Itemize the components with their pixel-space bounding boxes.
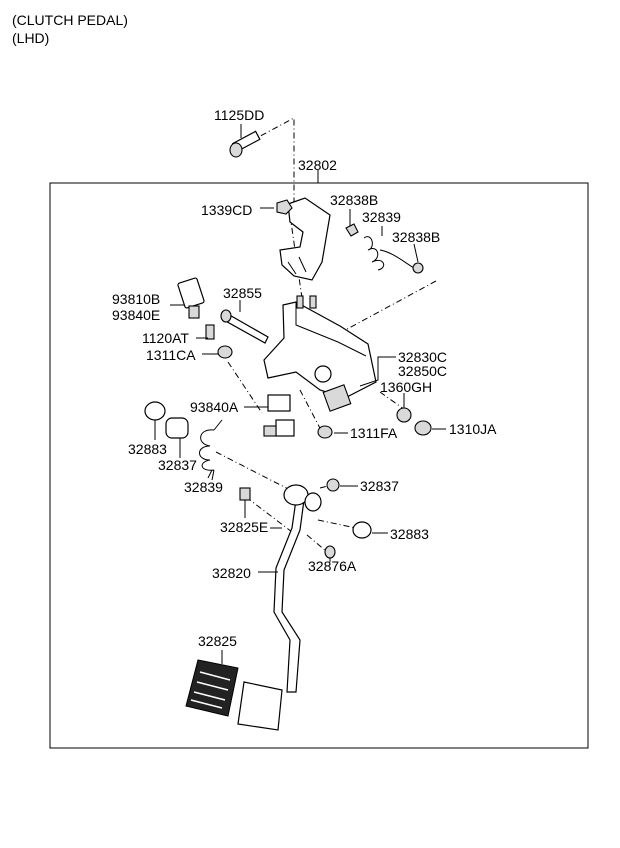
label-1311ca: 1311CA bbox=[146, 347, 196, 363]
label-1125dd: 1125DD bbox=[214, 107, 264, 123]
pedal-arm-32820 bbox=[273, 484, 322, 693]
label-93840e: 93840E bbox=[112, 307, 160, 323]
label-32838b-lower: 32838B bbox=[392, 229, 440, 245]
label-32839-upper: 32839 bbox=[362, 209, 401, 225]
label-32876a: 32876A bbox=[308, 558, 357, 574]
bushings-left bbox=[144, 401, 189, 439]
label-93810b: 93810B bbox=[112, 291, 160, 307]
nut-1311ca bbox=[217, 345, 233, 359]
nut-1360gh bbox=[396, 407, 412, 423]
leader-lines bbox=[154, 124, 446, 664]
label-32850c: 32850C bbox=[398, 363, 447, 379]
label-1311fa: 1311FA bbox=[350, 425, 398, 441]
bracket-main bbox=[263, 295, 377, 412]
spring-assembly-upper bbox=[345, 223, 424, 274]
label-32839-lower: 32839 bbox=[184, 479, 223, 495]
diagram-title: (CLUTCH PEDAL) bbox=[12, 12, 128, 28]
spring-32839-lower bbox=[199, 419, 223, 481]
label-32837-left: 32837 bbox=[158, 457, 197, 473]
pin-32855 bbox=[220, 309, 269, 344]
nut-1339cd bbox=[276, 199, 293, 215]
label-32883-right: 32883 bbox=[390, 526, 429, 542]
assembly-frame bbox=[49, 170, 589, 749]
pedal-pad-32825 bbox=[185, 659, 283, 731]
label-1120at: 1120AT bbox=[142, 330, 189, 346]
switch-93840a bbox=[263, 394, 295, 437]
label-32802: 32802 bbox=[298, 157, 337, 173]
label-32820: 32820 bbox=[212, 565, 251, 581]
label-1310ja: 1310JA bbox=[449, 421, 497, 437]
label-32837-right: 32837 bbox=[360, 478, 399, 494]
bolt-1125dd bbox=[229, 130, 261, 158]
label-32830c: 32830C bbox=[398, 349, 447, 365]
bracket-upper bbox=[279, 197, 331, 281]
label-93840a: 93840A bbox=[190, 399, 239, 415]
nut-1310ja bbox=[414, 420, 432, 436]
label-32855: 32855 bbox=[223, 285, 262, 301]
label-32825: 32825 bbox=[198, 633, 237, 649]
nut-1311fa bbox=[317, 425, 333, 439]
screw-1120at bbox=[205, 324, 215, 340]
collar-32876a bbox=[324, 545, 336, 559]
label-32838b-upper: 32838B bbox=[330, 192, 378, 208]
guide-lines bbox=[215, 117, 437, 553]
label-32825e: 32825E bbox=[220, 519, 268, 535]
label-1360gh: 1360GH bbox=[380, 379, 432, 395]
label-32883-left: 32883 bbox=[128, 441, 167, 457]
part-labels: 1125DD 32802 1339CD 32838B 32839 32838B … bbox=[112, 107, 497, 649]
switch-93810b bbox=[177, 277, 205, 319]
bush-32837-right bbox=[326, 478, 340, 492]
bushing-32883-right bbox=[352, 521, 372, 539]
label-1339cd: 1339CD bbox=[201, 202, 252, 218]
diagram-subtitle: (LHD) bbox=[12, 30, 50, 46]
stopper-32825e bbox=[239, 487, 251, 501]
